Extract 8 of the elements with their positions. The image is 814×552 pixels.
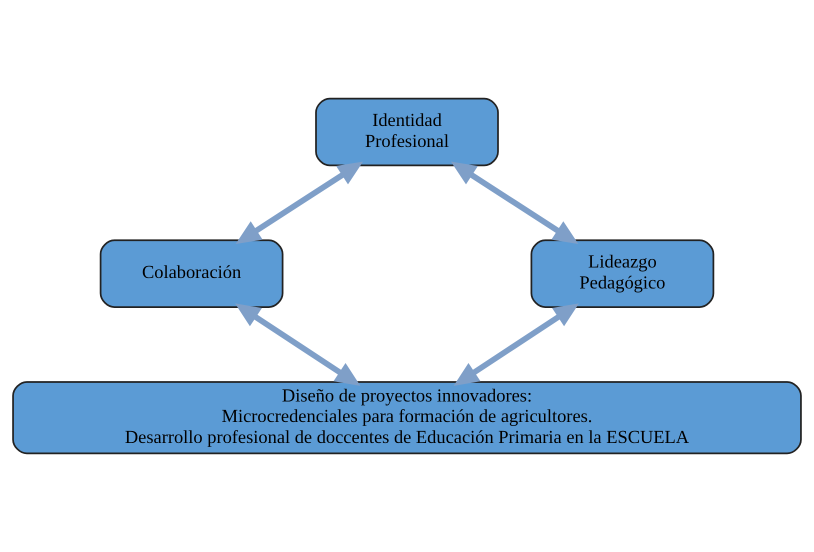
- node-box: Lideazgo Pedagógico: [530, 239, 714, 308]
- arrow: [236, 162, 364, 244]
- node-box: Identidad Profesional: [315, 98, 499, 166]
- arrow: [454, 303, 579, 386]
- node-box: Colaboración: [100, 239, 284, 308]
- node-box: Diseño de proyectos innovadores: Microcredenciales para formación de agricultores. Desarrollo profesional de doccentes de Educación Primaria en la ESCUELA: [12, 381, 802, 454]
- arrow: [450, 162, 578, 244]
- arrow: [235, 303, 360, 386]
